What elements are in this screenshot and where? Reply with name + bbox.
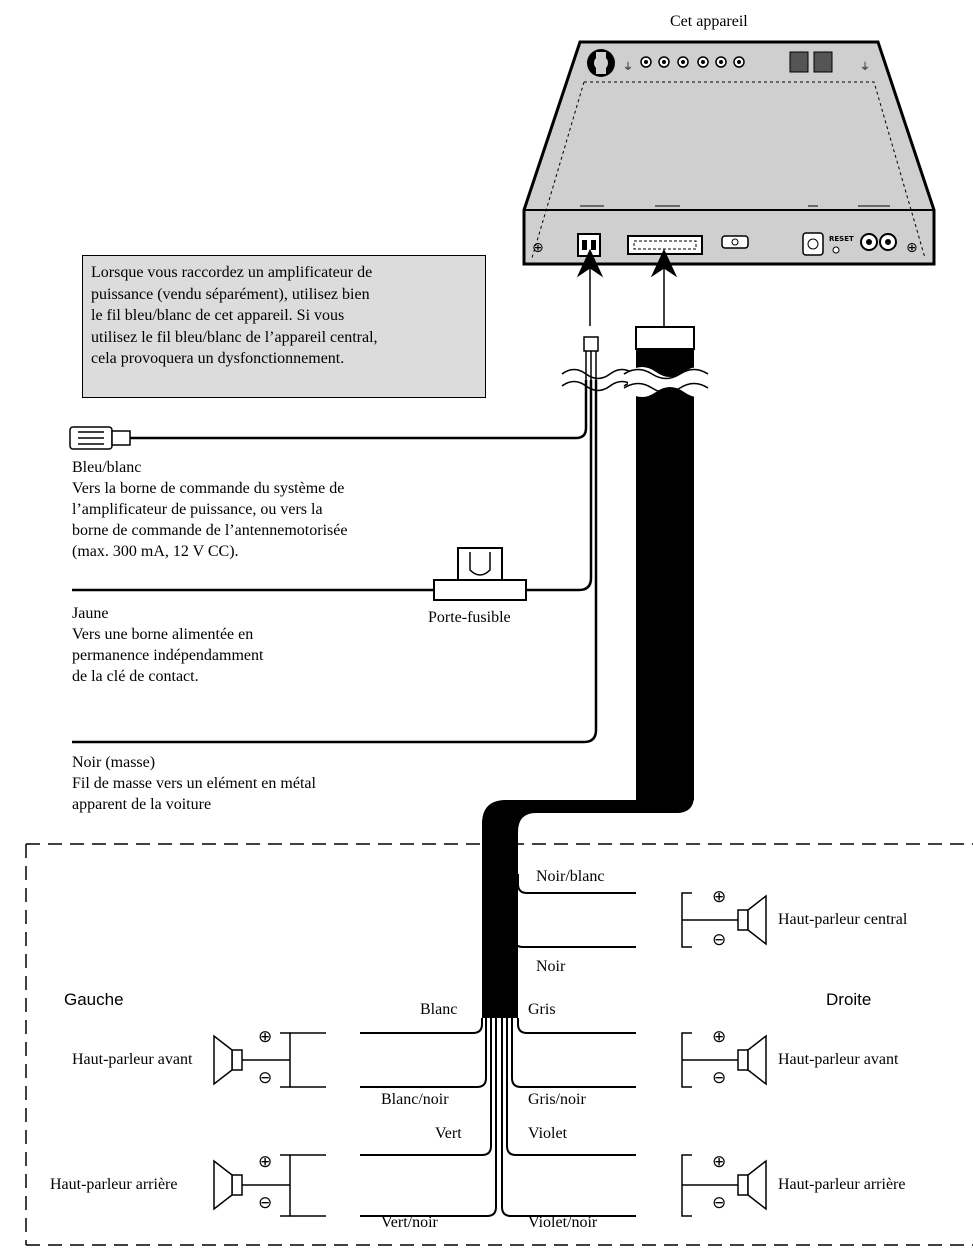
- yellow-line: de la clé de contact.: [72, 668, 199, 685]
- wire-label-green: Vert: [435, 1125, 462, 1142]
- connector-main: [627, 235, 703, 255]
- blue-white-line: (max. 300 mA, 12 V CC).: [72, 543, 239, 560]
- warning-note: Lorsque vous raccordez un amplificateur …: [82, 255, 486, 398]
- black-title: Noir (masse): [72, 754, 156, 771]
- minus-icon: ⊖: [712, 930, 727, 949]
- speaker-front-left-label: Haut-parleur avant: [72, 1051, 193, 1068]
- speaker-front-right-label: Haut-parleur avant: [778, 1051, 899, 1068]
- speaker-rear-left-label: Haut-parleur arrière: [50, 1176, 178, 1193]
- side-right-label: Droite: [826, 990, 872, 1009]
- plus-icon: ⊕: [258, 1152, 273, 1171]
- speaker-area-frame: [25, 843, 973, 1246]
- connection-arrows: [576, 248, 678, 326]
- plus-icon: ⊕: [712, 887, 727, 906]
- note-line: le fil bleu/blanc de cet appareil. Si vo…: [91, 307, 345, 324]
- wire-label-black: Noir: [536, 958, 566, 975]
- minus-icon: ⊖: [258, 1193, 273, 1212]
- speaker-front-right-symbol: [681, 1032, 767, 1088]
- yellow-description: Jaune Vers une borne alimentée en perman…: [72, 603, 263, 687]
- note-line: puissance (vendu séparément), utilisez b…: [91, 285, 370, 303]
- head-unit: ⏚ ⏚ RESET ⊕ ⊕: [522, 40, 936, 266]
- wire-label-white: Blanc: [420, 1001, 458, 1018]
- blue-white-line: borne de commande de l’antennemotorisée: [72, 522, 348, 539]
- svg-text:⏚: ⏚: [623, 61, 633, 73]
- harness-plug: [635, 326, 695, 350]
- speaker-wires-left: [360, 1018, 497, 1217]
- note-line: utilisez le fil bleu/blanc de l’appareil…: [91, 328, 378, 346]
- reset-button[interactable]: [832, 246, 840, 254]
- blue-white-line: l’amplificateur de puissance, ou vers la: [72, 501, 323, 518]
- plus-icon: ⊕: [712, 1152, 727, 1171]
- blue-white-title: Bleu/blanc: [72, 459, 142, 476]
- harness-break-marks: [623, 368, 709, 394]
- speaker-front-left-symbol: [213, 1032, 291, 1088]
- wire-label-violet-black: Violet/noir: [528, 1214, 598, 1231]
- yellow-title: Jaune: [72, 605, 109, 622]
- black-line: Fil de masse vers un elément en métal: [72, 775, 316, 792]
- svg-text:⏚: ⏚: [860, 61, 870, 73]
- yellow-line: Vers une borne alimentée en: [72, 626, 254, 643]
- wire-label-gray-black: Gris/noir: [528, 1091, 586, 1108]
- wire-label-violet: Violet: [528, 1125, 568, 1142]
- wire-label-white-black: Blanc/noir: [381, 1091, 449, 1108]
- black-description: Noir (masse) Fil de masse vers un elémen…: [72, 752, 316, 815]
- svg-text:⊕: ⊕: [532, 240, 544, 256]
- device-label: Cet appareil: [670, 13, 748, 30]
- fuse-holder-label: Porte-fusible: [428, 609, 511, 626]
- blue-white-connector: [69, 426, 131, 450]
- blue-white-description: Bleu/blanc Vers la borne de commande du …: [72, 457, 347, 562]
- wire-label-green-black: Vert/noir: [381, 1214, 438, 1231]
- note-line: Lorsque vous raccordez un amplificateur …: [91, 264, 373, 281]
- blue-white-plug: [583, 336, 599, 352]
- yellow-line: permanence indépendamment: [72, 647, 264, 664]
- plus-icon: ⊕: [258, 1027, 273, 1046]
- reset-label: RESET: [829, 235, 854, 243]
- wire-label-black-white: Noir/blanc: [536, 868, 605, 885]
- note-line: cela provoquera un dysfonctionnement.: [91, 350, 345, 367]
- fuse-holder: [433, 547, 527, 601]
- minus-icon: ⊖: [712, 1068, 727, 1087]
- speaker-wires-right: [501, 874, 636, 1217]
- wire-label-gray: Gris: [528, 1001, 556, 1018]
- speaker-rear-right-symbol: [681, 1154, 767, 1217]
- thin-wire-bundle: [72, 351, 598, 744]
- speaker-center-label: Haut-parleur central: [778, 911, 908, 928]
- speaker-rear-left-symbol: [213, 1154, 291, 1217]
- plus-icon: ⊕: [712, 1027, 727, 1046]
- blue-white-line: Vers la borne de commande du système de: [72, 480, 345, 497]
- minus-icon: ⊖: [258, 1068, 273, 1087]
- black-line: apparent de la voiture: [72, 796, 212, 813]
- speaker-rear-right-label: Haut-parleur arrière: [778, 1176, 906, 1193]
- minus-icon: ⊖: [712, 1193, 727, 1212]
- side-left-label: Gauche: [64, 990, 124, 1009]
- speaker-center-symbol: [681, 892, 767, 948]
- harness-body: [482, 349, 694, 1018]
- svg-text:⊕: ⊕: [906, 240, 918, 256]
